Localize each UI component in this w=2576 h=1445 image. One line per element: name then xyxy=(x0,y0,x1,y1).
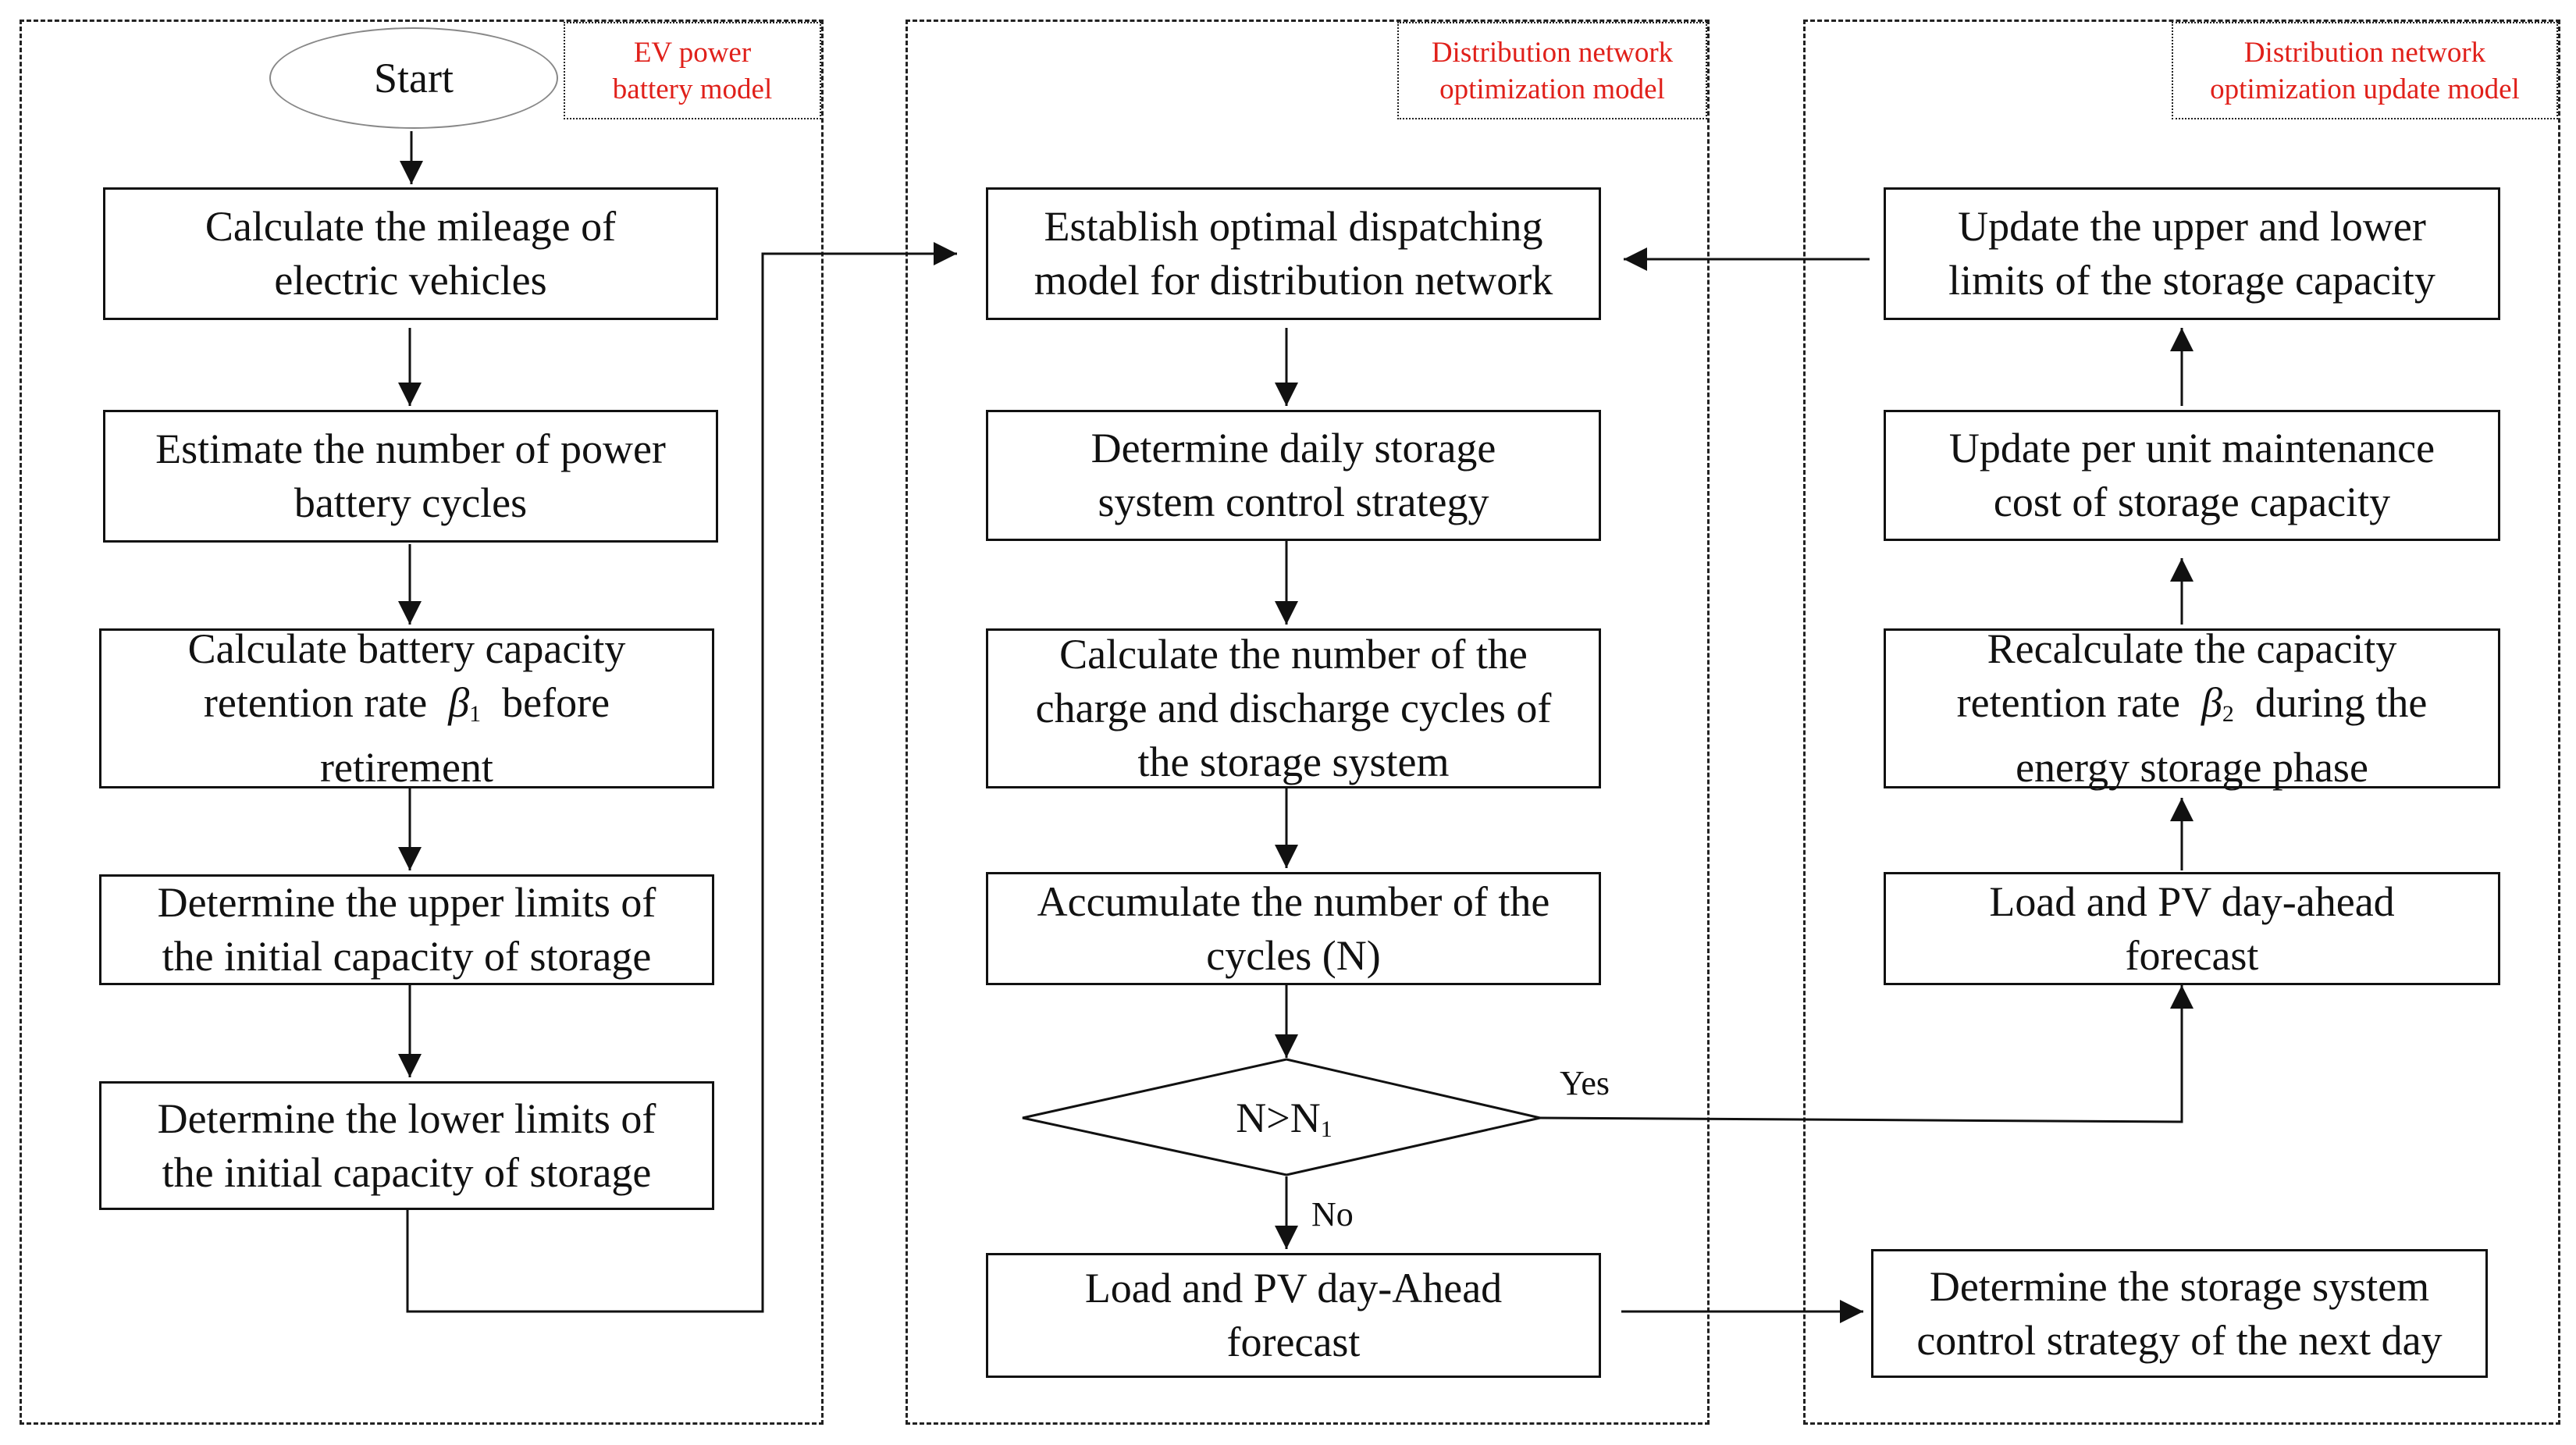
tag-line: optimization model xyxy=(1439,73,1665,105)
arrow-yes-to-load-forecast xyxy=(1539,985,2194,1123)
tag-line: battery model xyxy=(612,73,773,105)
decision-diamond xyxy=(1022,1058,1541,1176)
text-part: during the xyxy=(2254,679,2428,726)
box-line: cycles (N) xyxy=(1206,931,1381,979)
beta-char: β xyxy=(448,679,470,726)
tag-line: optimization update model xyxy=(2210,73,2520,105)
panel-ev-battery-model xyxy=(20,20,824,1425)
box-determine-upper-limits: Determine the upper limits of the initia… xyxy=(99,874,714,985)
beta-char: β xyxy=(2201,679,2222,726)
beta-subscript: 2 xyxy=(2222,701,2234,727)
text-part: retention rate xyxy=(203,679,428,726)
box-accumulate-cycles: Accumulate the number of the cycles (N) xyxy=(986,872,1601,985)
box-establish-dispatching-model: Establish optimal dispatching model for … xyxy=(986,187,1601,320)
box-line: Determine the lower limits of xyxy=(157,1094,656,1142)
box-load-pv-day-ahead-forecast: Load and PV day-ahead forecast xyxy=(1884,872,2500,985)
box-line: retention rate β2 during the xyxy=(1957,676,2428,741)
label-no: No xyxy=(1311,1195,1354,1233)
panel-distribution-optimization xyxy=(906,20,1710,1425)
box-line: Accumulate the number of the xyxy=(1037,877,1550,925)
box-line: Determine the storage system xyxy=(1929,1262,2430,1310)
box-line: energy storage phase xyxy=(2016,744,2368,791)
beta-subscript: 1 xyxy=(469,701,482,727)
label-yes: Yes xyxy=(1560,1064,1610,1102)
box-line: Update the upper and lower xyxy=(1958,203,2426,250)
box-calculate-mileage: Calculate the mileage of electric vehicl… xyxy=(103,187,718,320)
box-line: the initial capacity of storage xyxy=(162,933,652,980)
beta-symbol: β1 xyxy=(448,679,482,727)
decision-subscript: 1 xyxy=(1320,1116,1332,1142)
box-line: charge and discharge cycles of xyxy=(1035,685,1552,731)
tag-ev-battery-model: EV power battery model xyxy=(564,22,821,119)
arrow-lower-to-establish xyxy=(406,242,957,1313)
start-label: Start xyxy=(374,55,454,101)
box-line: model for distribution network xyxy=(1034,257,1553,304)
box-line: Estimate the number of power xyxy=(155,425,666,472)
box-line: Calculate the number of the xyxy=(1059,631,1528,678)
tag-line: EV power xyxy=(633,36,752,69)
box-update-storage-limits: Update the upper and lower limits of the… xyxy=(1884,187,2500,320)
box-line: cost of storage capacity xyxy=(1993,479,2391,525)
tag-distribution-update: Distribution network optimization update… xyxy=(2172,22,2558,119)
box-line: electric vehicles xyxy=(274,257,547,304)
box-update-maintenance-cost: Update per unit maintenance cost of stor… xyxy=(1884,410,2500,541)
box-line: forecast xyxy=(1226,1319,1361,1365)
decision-text: N>N xyxy=(1236,1094,1321,1141)
tag-line: Distribution network xyxy=(1431,36,1674,69)
text-part: before xyxy=(502,679,610,726)
box-line: retention rate β1 before xyxy=(204,676,610,741)
box-line: retirement xyxy=(320,744,493,791)
beta-symbol: β2 xyxy=(2201,679,2234,727)
box-retention-rate-before-retirement: Calculate battery capacity retention rat… xyxy=(99,625,714,791)
box-line: Update per unit maintenance xyxy=(1948,425,2435,472)
box-line: the storage system xyxy=(1137,739,1450,785)
box-line: system control strategy xyxy=(1098,479,1489,525)
box-line: Load and PV day-Ahead xyxy=(1084,1265,1503,1312)
box-line: control strategy of the next day xyxy=(1916,1316,2443,1364)
tag-distribution-optimization: Distribution network optimization model xyxy=(1397,22,1707,119)
box-line: Establish optimal dispatching xyxy=(1044,203,1543,250)
box-line: the initial capacity of storage xyxy=(162,1148,652,1196)
box-recalculate-retention-rate: Recalculate the capacity retention rate … xyxy=(1884,625,2500,791)
box-line: Recalculate the capacity xyxy=(1987,625,2397,672)
tag-line: Distribution network xyxy=(2243,36,2486,69)
box-line: limits of the storage capacity xyxy=(1948,257,2435,304)
box-line: forecast xyxy=(2125,931,2259,979)
box-line: Calculate battery capacity xyxy=(187,625,626,672)
box-line: Load and PV day-ahead xyxy=(1989,877,2395,925)
box-line: Calculate the mileage of xyxy=(205,203,617,250)
panel-distribution-update xyxy=(1803,20,2560,1425)
decision-label: N>N1 xyxy=(1187,1091,1382,1156)
box-estimate-cycles: Estimate the number of power battery cyc… xyxy=(103,410,718,543)
box-next-day-control-strategy: Determine the storage system control str… xyxy=(1871,1249,2488,1378)
box-calculate-charge-cycles: Calculate the number of the charge and d… xyxy=(986,628,1601,788)
box-line: battery cycles xyxy=(294,479,528,526)
box-line: Determine the upper limits of xyxy=(157,879,656,926)
box-determine-lower-limits: Determine the lower limits of the initia… xyxy=(99,1081,714,1210)
text-part: retention rate xyxy=(1956,679,2180,726)
box-day-ahead-forecast: Load and PV day-Ahead forecast xyxy=(986,1253,1601,1378)
box-line: Determine daily storage xyxy=(1091,425,1496,472)
start-node: Start xyxy=(269,27,558,129)
box-daily-control-strategy: Determine daily storage system control s… xyxy=(986,410,1601,541)
